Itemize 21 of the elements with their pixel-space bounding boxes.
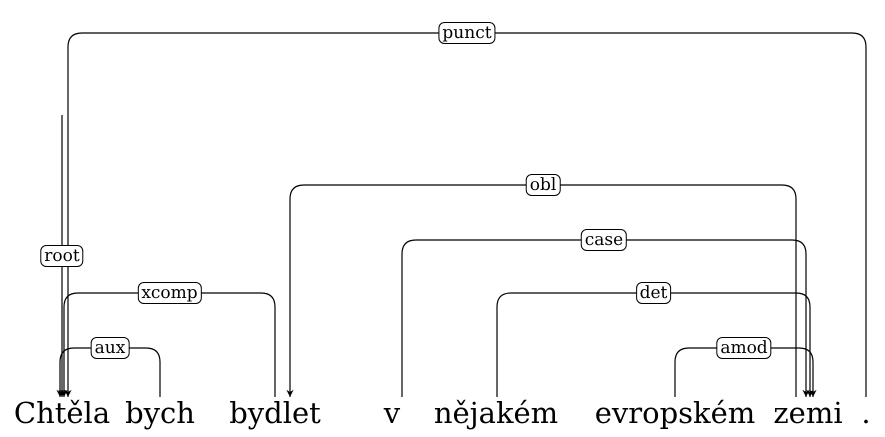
arrow	[58, 115, 66, 397]
edge-label: amod	[716, 337, 772, 359]
word: bych	[125, 396, 195, 430]
arrow	[401, 239, 810, 397]
arrow	[64, 32, 867, 397]
word: v	[384, 396, 400, 430]
edge-label: root	[40, 245, 84, 267]
edge-label: xcomp	[137, 282, 202, 304]
word: .	[861, 396, 871, 430]
edge-label: case	[580, 229, 628, 251]
arrow	[496, 292, 814, 397]
word: evropském	[594, 396, 756, 430]
word: nějakém	[434, 396, 558, 430]
edge-label: det	[636, 282, 672, 304]
word: bydlet	[229, 396, 321, 430]
edge-label: obl	[526, 174, 560, 196]
edge-label: aux	[90, 337, 130, 359]
word: zemi	[773, 396, 843, 430]
edge-label: punct	[438, 22, 496, 44]
arrow	[286, 184, 797, 397]
word: Chtěla	[14, 396, 110, 430]
